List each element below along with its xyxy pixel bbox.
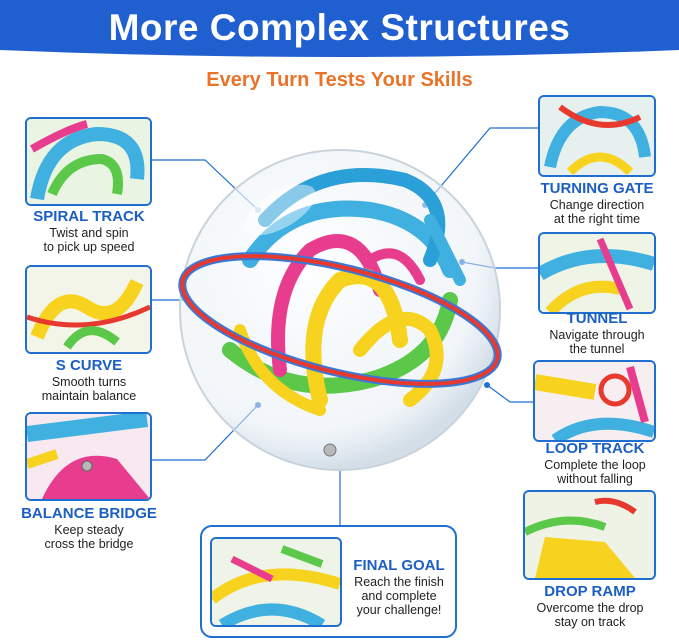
header-banner: More Complex Structures <box>0 0 679 60</box>
drop-ramp-photo <box>523 490 656 580</box>
tunnel-photo <box>538 232 656 314</box>
maze-ball-image <box>178 149 502 471</box>
spiral-track-photo <box>25 117 152 206</box>
tunnel-title: TUNNEL <box>566 310 628 327</box>
final-goal-label: FINAL GOAL Reach the finish and complete… <box>344 557 454 617</box>
balance-bridge-label: BALANCE BRIDGE Keep steady cross the bri… <box>18 505 160 551</box>
spiral-track-title: SPIRAL TRACK <box>33 208 145 225</box>
page-subtitle: Every Turn Tests Your Skills <box>206 69 473 91</box>
drop-ramp-desc-2: stay on track <box>554 615 626 629</box>
balance-bridge-title: BALANCE BRIDGE <box>21 505 157 522</box>
final-goal-photo <box>210 537 342 627</box>
loop-track-photo <box>533 360 656 442</box>
final-goal-box: FINAL GOAL Reach the finish and complete… <box>200 525 457 638</box>
header-background <box>0 0 679 57</box>
final-goal-desc-1: Reach the finish <box>354 575 444 589</box>
balance-bridge-photo <box>25 412 152 501</box>
spiral-track-desc-2: to pick up speed <box>43 240 135 254</box>
s-curve-label: S CURVE Smooth turns maintain balance <box>18 357 160 403</box>
final-goal-desc-3: your challenge! <box>356 603 442 617</box>
drop-ramp-desc-1: Overcome the drop <box>536 601 644 615</box>
tunnel-desc-2: the tunnel <box>569 342 625 356</box>
turning-gate-desc-1: Change direction <box>549 198 645 212</box>
loop-track-title: LOOP TRACK <box>545 440 645 457</box>
final-goal-title: FINAL GOAL <box>353 557 445 574</box>
s-curve-desc-2: maintain balance <box>41 389 137 403</box>
loop-track-label: LOOP TRACK Complete the loop without fal… <box>520 440 670 486</box>
balance-bridge-desc-1: Keep steady <box>54 523 124 537</box>
spiral-track-label: SPIRAL TRACK Twist and spin to pick up s… <box>18 208 160 254</box>
drop-ramp-title: DROP RAMP <box>544 583 636 600</box>
loop-track-desc-1: Complete the loop <box>544 458 646 472</box>
tunnel-label: TUNNEL Navigate through the tunnel <box>525 310 669 356</box>
tunnel-desc-1: Navigate through <box>549 328 645 342</box>
s-curve-desc-1: Smooth turns <box>51 375 127 389</box>
page-title: More Complex Structures <box>108 7 571 48</box>
turning-gate-label: TURNING GATE Change direction at the rig… <box>525 180 669 226</box>
turning-gate-desc-2: at the right time <box>553 212 641 226</box>
drop-ramp-label: DROP RAMP Overcome the drop stay on trac… <box>515 583 665 629</box>
turning-gate-photo <box>538 95 656 177</box>
turning-gate-title: TURNING GATE <box>540 180 654 197</box>
balance-bridge-desc-2: cross the bridge <box>44 537 134 551</box>
final-goal-desc-2: and complete <box>361 589 437 603</box>
s-curve-title: S CURVE <box>55 357 123 374</box>
spiral-track-desc-1: Twist and spin <box>49 226 129 240</box>
s-curve-photo <box>25 265 152 354</box>
loop-track-desc-2: without falling <box>557 472 633 486</box>
